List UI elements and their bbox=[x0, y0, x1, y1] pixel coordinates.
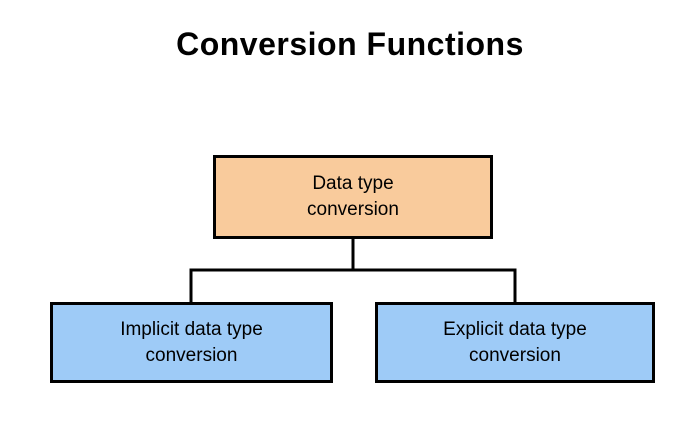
node-root-label: Data type conversion bbox=[307, 171, 399, 223]
node-left-label-line-2: conversion bbox=[145, 344, 238, 366]
node-right-label: Explicit data type conversion bbox=[443, 317, 587, 369]
node-implicit-conversion: Implicit data type conversion bbox=[50, 302, 333, 383]
diagram-title: Conversion Functions bbox=[176, 26, 524, 62]
node-explicit-conversion: Explicit data type conversion bbox=[375, 302, 655, 383]
node-left-label: Implicit data type conversion bbox=[120, 317, 263, 369]
node-right-label-line-2: conversion bbox=[469, 344, 561, 366]
node-root-label-line-1: Data type bbox=[312, 173, 394, 194]
node-left-label-line-1: Implicit data type bbox=[120, 318, 263, 340]
node-right-label-line-1: Explicit data type bbox=[443, 318, 587, 340]
node-root-label-line-2: conversion bbox=[307, 199, 399, 220]
node-data-type-conversion: Data type conversion bbox=[213, 155, 493, 239]
tree-connector-path bbox=[189, 239, 517, 303]
